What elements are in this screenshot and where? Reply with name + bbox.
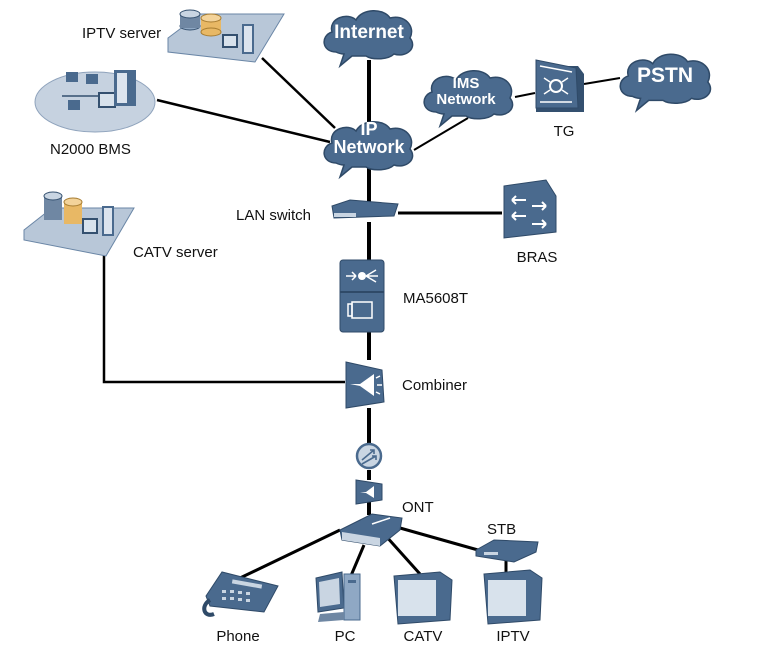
link-ont-stb <box>399 526 479 552</box>
tg-label: TG <box>554 123 575 140</box>
internet-cloud[interactable]: Internet <box>323 9 414 67</box>
lan-switch[interactable]: LAN switch <box>236 199 399 224</box>
ims-network-cloud[interactable]: IMS Network <box>423 69 514 127</box>
iptv-label: IPTV <box>496 628 529 645</box>
ont-label: ONT <box>402 499 434 516</box>
splitter-icon <box>355 442 383 470</box>
bras-label: BRAS <box>517 249 558 266</box>
catv-server-label: CATV server <box>133 244 218 261</box>
iptv-server[interactable]: IPTV server <box>82 9 285 63</box>
phone-label: Phone <box>216 628 259 645</box>
n2000-bms[interactable]: N2000 BMS <box>34 70 156 158</box>
olt-label: MA5608T <box>403 290 468 307</box>
olt-device[interactable]: MA5608T <box>339 259 468 333</box>
stb-label: STB <box>487 521 516 538</box>
iptv-server-label: IPTV server <box>82 25 161 42</box>
catv-tv[interactable]: CATV <box>393 571 453 645</box>
link-tg-pstn <box>583 77 621 85</box>
link-ont-pc <box>348 544 366 579</box>
internet-label: Internet <box>334 22 404 43</box>
catv-label: CATV <box>404 628 443 645</box>
pstn-cloud[interactable]: PSTN <box>619 53 712 112</box>
link-catv-combiner <box>102 255 345 384</box>
ims-label-1: IMS <box>453 75 480 92</box>
ip-network-cloud[interactable]: IP Network <box>323 119 414 178</box>
stb-device[interactable]: STB <box>475 521 539 563</box>
bras-device[interactable]: BRAS <box>503 179 558 266</box>
ip-network-label-1: IP <box>360 119 377 139</box>
wdm-filter[interactable] <box>355 479 383 505</box>
pc-device[interactable]: PC <box>315 571 361 645</box>
ip-network-label-2: Network <box>333 137 405 157</box>
links <box>102 57 621 580</box>
bras-icon <box>503 179 557 239</box>
link-ip-ims <box>413 117 469 151</box>
tg-device[interactable]: TG <box>535 59 584 140</box>
link-ims-tg <box>514 92 536 98</box>
olt-icon <box>339 259 385 333</box>
combiner-device[interactable]: Combiner <box>345 361 467 409</box>
combiner-label: Combiner <box>402 377 467 394</box>
pstn-label: PSTN <box>637 64 693 87</box>
link-ont-phone <box>239 528 341 580</box>
pc-label: PC <box>335 628 356 645</box>
link-ont-catv <box>383 533 422 576</box>
iptv-tv[interactable]: IPTV <box>483 569 543 645</box>
ont-device[interactable]: ONT <box>339 499 434 547</box>
optical-splitter[interactable] <box>355 442 383 470</box>
ims-label-2: Network <box>436 91 496 108</box>
stb-icon <box>475 539 539 563</box>
n2000-bms-label: N2000 BMS <box>50 141 131 158</box>
lan-switch-label: LAN switch <box>236 207 311 224</box>
catv-server[interactable]: CATV server <box>23 191 218 261</box>
phone-device[interactable]: Phone <box>202 571 279 645</box>
link-iptvserver-ip <box>261 57 336 129</box>
link-n2000-ip <box>156 98 331 144</box>
